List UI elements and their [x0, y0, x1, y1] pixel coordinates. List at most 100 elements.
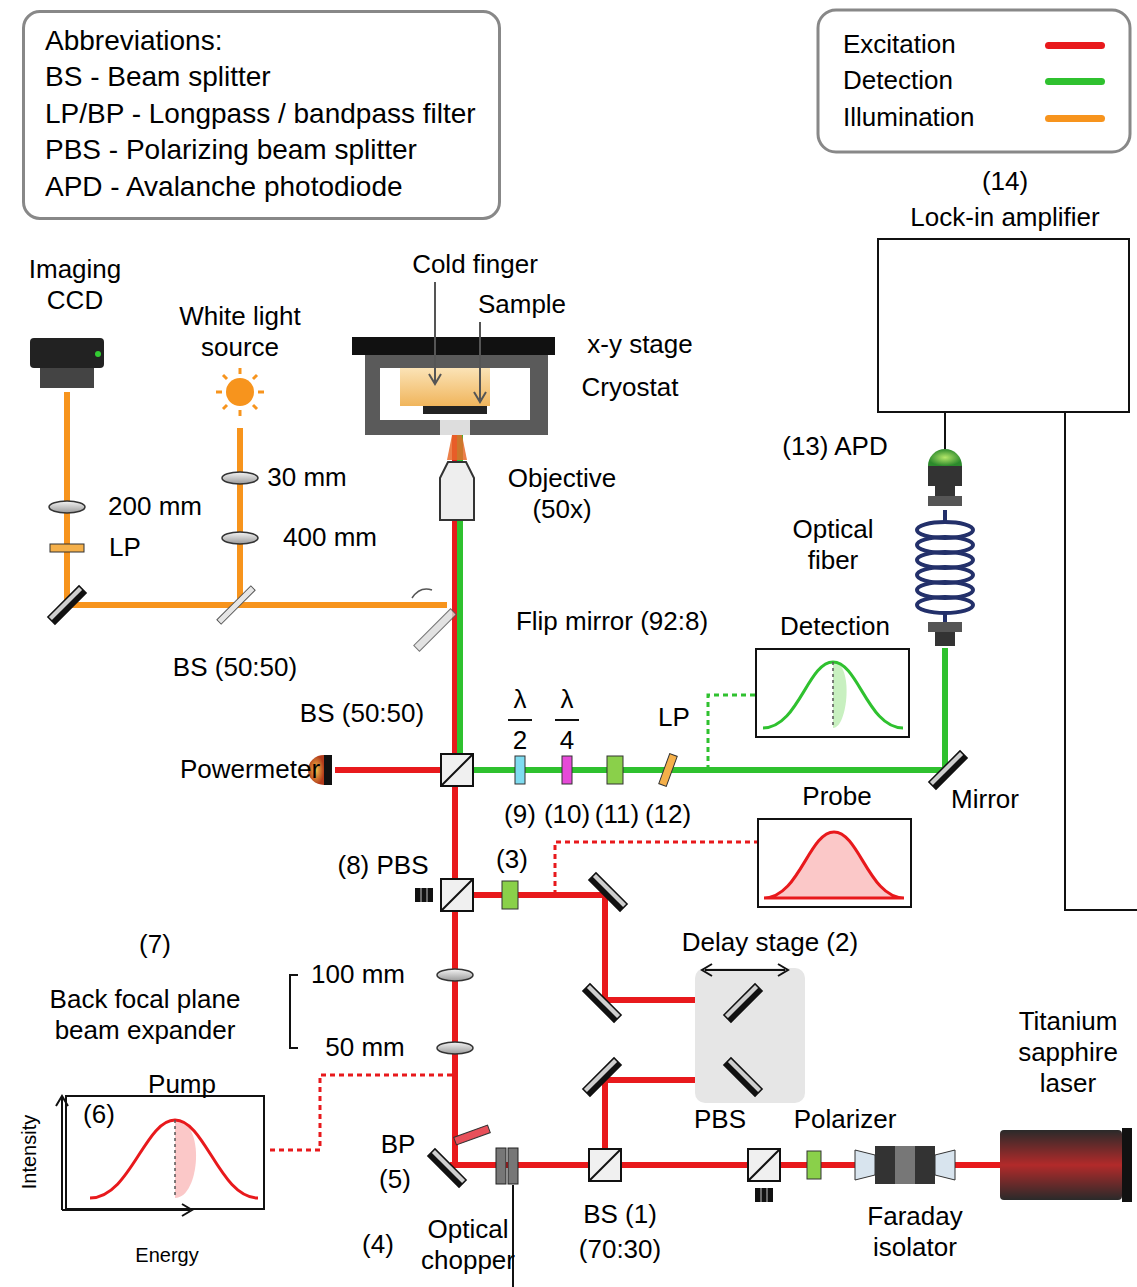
pump-leader [268, 1075, 452, 1150]
detection-beam [460, 430, 945, 770]
drawing-part [423, 406, 487, 414]
half-wave-plate [515, 756, 525, 784]
beam-splitter-cube [589, 1149, 621, 1181]
mirror [724, 1058, 762, 1096]
part-label: Polarizer [794, 1104, 897, 1135]
longpass-filter [50, 544, 84, 552]
part-label: 4 [560, 725, 574, 756]
part-label: (11) [595, 799, 639, 830]
part-label: (5) [379, 1164, 411, 1195]
drawing-part [239, 368, 242, 374]
inset-title: Pump [148, 1069, 216, 1100]
part-label: Titanium sapphire laser [998, 1006, 1137, 1100]
part-label: LP [658, 702, 690, 733]
lens [437, 1042, 473, 1054]
inset-text: Intensity [17, 1115, 41, 1189]
part-label: λ [514, 684, 527, 715]
drawing-part [253, 375, 257, 379]
lock-in-box: (14)Lock-in amplifier [877, 238, 1130, 413]
objective [440, 462, 474, 520]
signal-wire [944, 413, 946, 449]
mirror [48, 586, 86, 624]
inset-text: Energy [135, 1243, 198, 1267]
drawing-part [935, 632, 955, 646]
part-label: 400 mm [283, 522, 377, 553]
part-label: (8) PBS [337, 850, 428, 881]
part-label: LP [109, 532, 141, 563]
detection-fill [833, 662, 847, 728]
part-label: (12) [645, 799, 691, 830]
mirror [589, 873, 627, 911]
legend-text: Excitation [843, 29, 956, 60]
apd [928, 449, 962, 486]
part-label: Optical fiber [768, 514, 898, 576]
legend-box [818, 10, 1130, 152]
inset-title: (14) [982, 166, 1028, 197]
inset-title: Probe [802, 781, 871, 812]
drawing-part [239, 410, 242, 416]
mirror [428, 1149, 466, 1187]
polarizer [502, 881, 518, 909]
legend-swatch [1045, 78, 1105, 85]
drawing-part [40, 368, 94, 388]
drawing-part [928, 449, 962, 466]
part-label: 50 mm [325, 1032, 404, 1063]
drawing-part [928, 466, 962, 486]
probe-inset: Probe [757, 818, 912, 908]
drawing-part [895, 1146, 915, 1184]
legend-swatch [1045, 42, 1105, 49]
drawing-part [935, 486, 955, 496]
drawing-part [935, 1150, 955, 1180]
part-label: Powermeter [180, 754, 320, 785]
lens [222, 532, 258, 544]
box-text: APD - Avalanche photodiode [45, 169, 476, 205]
part-label: Flip mirror (92:8) [516, 606, 708, 637]
part-label: BS (50:50) [300, 698, 424, 729]
leader-line [479, 322, 481, 400]
drawing-part [474, 392, 486, 402]
polarizing-beam-splitter [748, 1149, 780, 1181]
part-label: BP [381, 1129, 416, 1160]
part-label: Sample [478, 289, 566, 320]
part-label: 30 mm [267, 462, 346, 493]
longpass-filter [659, 754, 677, 787]
drawing-part [352, 337, 555, 355]
legend-text: Detection [843, 65, 953, 96]
box-text: BS - Beam splitter [45, 59, 476, 95]
part-label: (7) [139, 929, 171, 960]
drawing-part [414, 609, 456, 651]
drawing-part [508, 1148, 518, 1184]
ccd-camera [30, 338, 104, 388]
drawing-part [30, 338, 104, 368]
drawing-part [855, 1150, 875, 1180]
drawing-part [335, 767, 457, 773]
fraction-bar [555, 719, 579, 721]
flip-mirror [414, 609, 456, 651]
drawing-part [324, 755, 332, 785]
part-label: 100 mm [311, 959, 405, 990]
polarizer [607, 756, 623, 784]
quarter-wave-plate [562, 756, 572, 784]
drawing-part [380, 368, 530, 420]
lens [437, 969, 473, 981]
drawing-part [917, 510, 973, 622]
legend-text: Illumination [843, 102, 975, 133]
axis [62, 1204, 192, 1216]
part-label: (9) [504, 799, 536, 830]
drawing-part [928, 496, 962, 506]
part-label: White light source [155, 301, 325, 363]
probe-curve [764, 832, 904, 898]
detection-leader [708, 695, 755, 770]
drawing-part [1122, 1128, 1132, 1202]
cryostat [352, 337, 555, 435]
laser [1000, 1128, 1132, 1202]
beam-dump [755, 1188, 773, 1202]
polarizing-beam-splitter [441, 879, 473, 911]
part-label: 200 mm [108, 491, 202, 522]
drawing-part [943, 510, 947, 622]
part-label: BS (1) [583, 1199, 657, 1230]
mirror [929, 751, 967, 789]
part-label: (70:30) [579, 1234, 661, 1265]
excitation-beam [335, 430, 1000, 1165]
part-label: Mirror [951, 784, 1019, 815]
